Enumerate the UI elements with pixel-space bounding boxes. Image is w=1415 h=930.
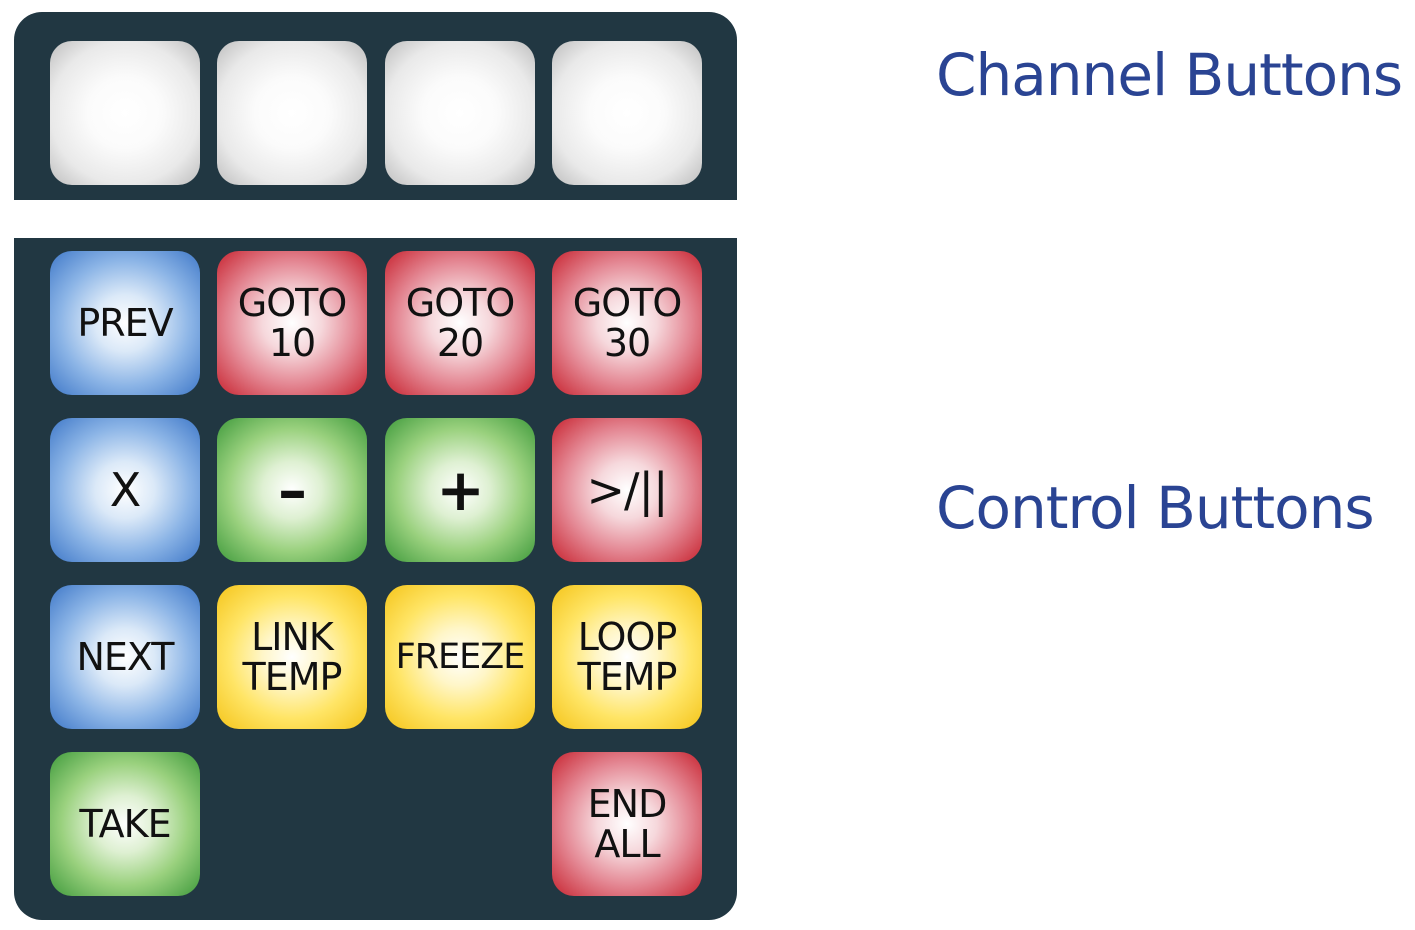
play-pause-button[interactable]: >/|| — [552, 418, 702, 562]
minus-button-label: – — [278, 456, 307, 524]
goto-20-button[interactable]: GOTO 20 — [385, 251, 535, 395]
loop-temp-label-line2: TEMP — [577, 655, 678, 699]
freeze-button-label: FREEZE — [395, 637, 526, 677]
channel-button-2[interactable] — [217, 41, 367, 185]
channel-buttons-panel — [14, 12, 737, 200]
link-temp-label-line1: LINK — [251, 615, 334, 659]
channel-buttons-label: Channel Buttons — [936, 41, 1403, 109]
plus-button[interactable]: + — [385, 418, 535, 562]
goto-10-label-line1: GOTO — [237, 281, 347, 325]
plus-button-label: + — [436, 456, 485, 524]
next-button-label: NEXT — [76, 635, 174, 679]
link-temp-label-line2: TEMP — [242, 655, 343, 699]
channel-button-1[interactable] — [50, 41, 200, 185]
loop-temp-label-line1: LOOP — [577, 615, 678, 659]
control-buttons-panel: PREV GOTO 10 GOTO 20 GOTO 30 X – + >/|| … — [14, 238, 737, 920]
prev-button-label: PREV — [77, 301, 173, 345]
channel-button-3[interactable] — [385, 41, 535, 185]
prev-button[interactable]: PREV — [50, 251, 200, 395]
goto-10-label-line2: 10 — [268, 321, 316, 365]
control-buttons-label: Control Buttons — [936, 474, 1375, 542]
goto-20-label-line1: GOTO — [405, 281, 515, 325]
x-button[interactable]: X — [50, 418, 200, 562]
next-button[interactable]: NEXT — [50, 585, 200, 729]
end-all-label-line1: END — [587, 782, 668, 826]
goto-30-label-line2: 30 — [603, 321, 651, 365]
end-all-button[interactable]: END ALL — [552, 752, 702, 896]
link-temp-button[interactable]: LINK TEMP — [217, 585, 367, 729]
freeze-button[interactable]: FREEZE — [385, 585, 535, 729]
goto-20-label-line2: 20 — [436, 321, 484, 365]
goto-10-button[interactable]: GOTO 10 — [217, 251, 367, 395]
loop-temp-button[interactable]: LOOP TEMP — [552, 585, 702, 729]
x-button-label: X — [109, 463, 142, 517]
channel-button-4[interactable] — [552, 41, 702, 185]
end-all-label-line2: ALL — [594, 822, 660, 866]
goto-30-button[interactable]: GOTO 30 — [552, 251, 702, 395]
play-pause-button-label: >/|| — [586, 463, 668, 517]
take-button-label: TAKE — [79, 802, 171, 846]
minus-button[interactable]: – — [217, 418, 367, 562]
goto-30-label-line1: GOTO — [572, 281, 682, 325]
take-button[interactable]: TAKE — [50, 752, 200, 896]
